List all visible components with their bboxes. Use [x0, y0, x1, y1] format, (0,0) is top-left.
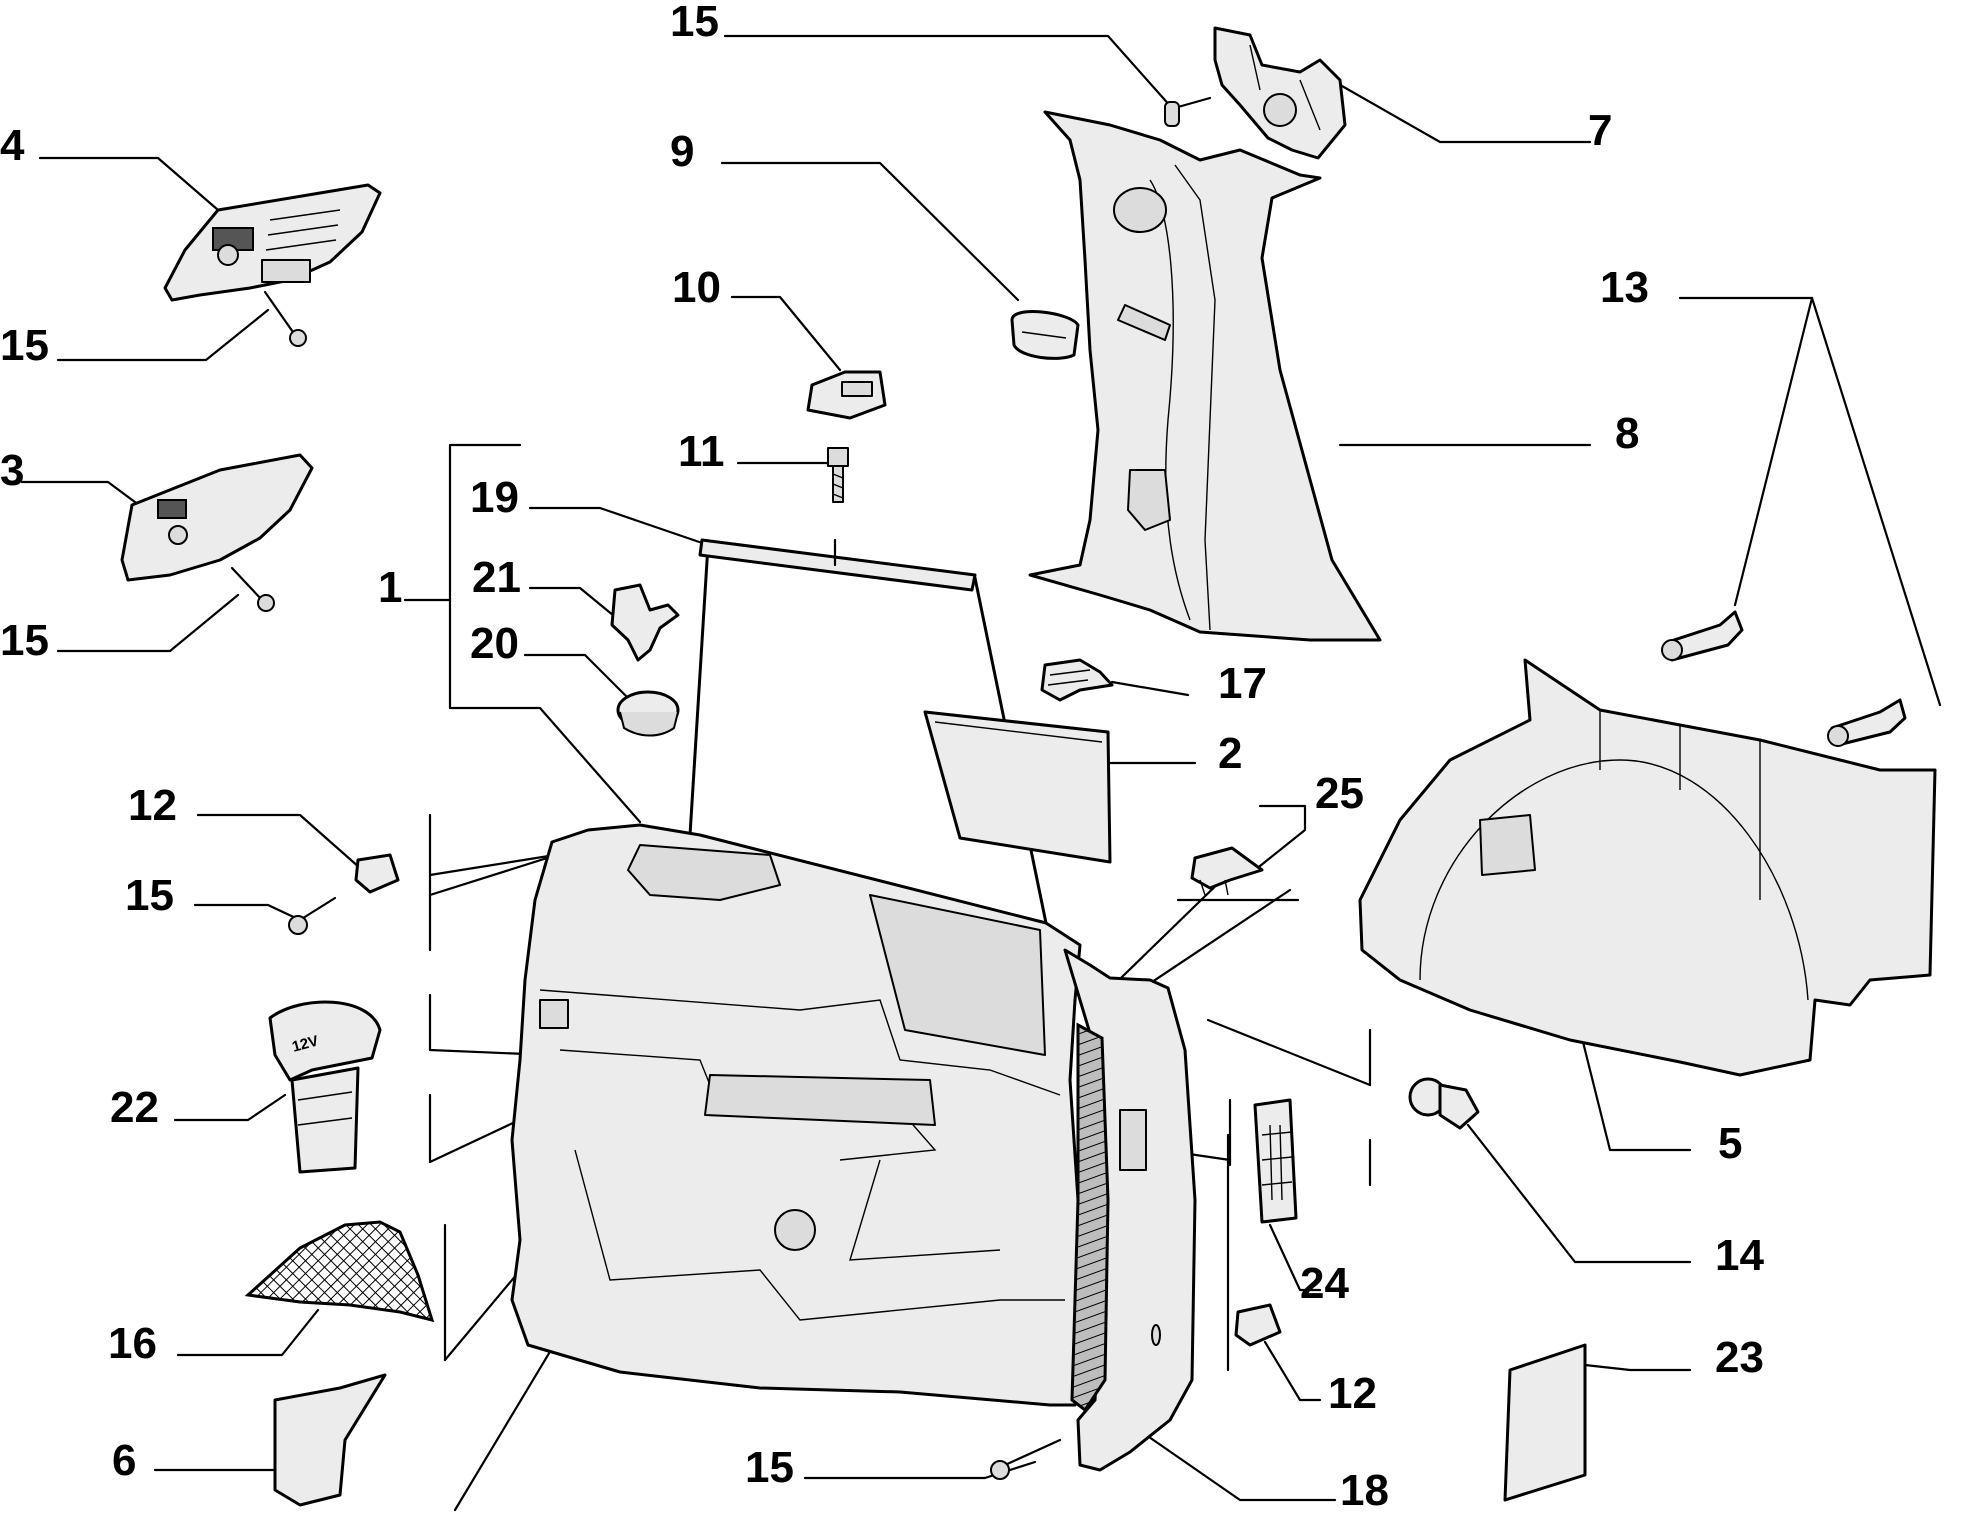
callout-15: 15	[670, 0, 719, 46]
callout-15: 15	[745, 1443, 794, 1492]
callout-21: 21	[472, 553, 521, 602]
callout-6: 6	[112, 1436, 136, 1485]
callout-12: 12	[1328, 1369, 1377, 1418]
callout-24: 24	[1300, 1259, 1349, 1308]
part-20-cap	[616, 690, 680, 737]
part-25-clip	[1190, 846, 1264, 896]
callout-labels: 15 7 4 9 15 10 13 8 3 11 19 1 21 15 20 1…	[0, 0, 1764, 1515]
part-10-clip	[806, 370, 887, 420]
callout-15: 15	[0, 321, 49, 370]
part-11-bolt	[827, 447, 849, 503]
callout-18: 18	[1340, 1466, 1389, 1513]
callout-12: 12	[128, 781, 177, 830]
part-24-vent	[1253, 1098, 1298, 1224]
part-15-screw-4	[263, 290, 307, 347]
part-17-clip	[1040, 658, 1114, 702]
callout-7: 7	[1588, 106, 1612, 155]
part-12-clip-right	[1234, 1303, 1282, 1347]
callout-17: 17	[1218, 659, 1267, 708]
callout-14: 14	[1715, 1231, 1764, 1280]
part-8-pillar-trim	[1028, 110, 1382, 642]
part-9-pad	[1010, 310, 1080, 360]
part-18-lower-pillar	[1063, 948, 1197, 1472]
part-21-clip	[610, 583, 680, 662]
part-15-screw-top	[1164, 96, 1212, 127]
part-12-clip-left	[354, 853, 400, 894]
part-6-trim	[273, 1373, 387, 1507]
callout-13: 13	[1600, 263, 1649, 312]
part-22-power-socket: 12V	[268, 1000, 382, 1174]
callout-20: 20	[470, 619, 519, 668]
callout-5: 5	[1718, 1119, 1742, 1168]
part-2-panel	[923, 710, 1112, 864]
callout-9: 9	[670, 127, 694, 176]
part-15-screw-mid	[288, 896, 337, 935]
part-13-clip-b	[1827, 698, 1907, 747]
callout-16: 16	[108, 1319, 157, 1368]
part-23-card	[1503, 1343, 1587, 1502]
callout-1: 1	[378, 563, 402, 612]
callout-15: 15	[0, 616, 49, 665]
callout-3: 3	[0, 446, 24, 495]
socket-12v-marking: 12V	[290, 1032, 320, 1055]
callout-22: 22	[110, 1083, 159, 1132]
part-15-screw-bottom	[990, 1438, 1062, 1480]
part-1-side-trim	[510, 823, 1084, 1407]
part-14-push-pin	[1408, 1077, 1480, 1130]
part-4-bezel	[163, 183, 382, 302]
callout-23: 23	[1715, 1333, 1764, 1382]
part-13-clip-a	[1661, 610, 1744, 662]
callout-8: 8	[1615, 409, 1639, 458]
part-7-bracket	[1213, 26, 1347, 160]
callout-11: 11	[678, 427, 725, 476]
callout-25: 25	[1315, 769, 1364, 818]
part-5-wheel-arch	[1358, 658, 1937, 1077]
callout-19: 19	[470, 473, 519, 522]
part-15-screw-3	[230, 566, 275, 612]
part-16-net	[244, 1220, 435, 1323]
part-3-bezel	[120, 453, 314, 582]
callout-2: 2	[1218, 729, 1242, 778]
callout-10: 10	[672, 263, 721, 312]
callout-4: 4	[0, 121, 25, 170]
callout-15: 15	[125, 871, 174, 920]
